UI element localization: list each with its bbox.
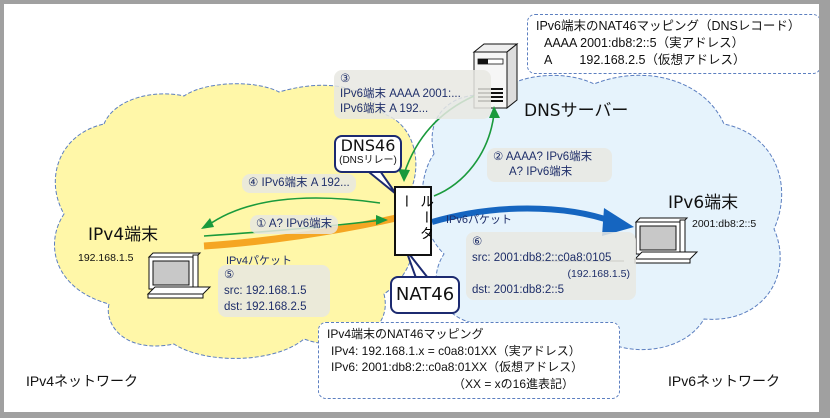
ipv4-packet-arrow xyxy=(203,214,397,250)
ipv6-packet-src: src: 2001:db8:2::c0a8:0105 xyxy=(472,252,612,264)
nat46-title: NAT46 xyxy=(395,284,455,305)
ipv4-packet-src: src: 192.168.1.5 xyxy=(224,285,307,297)
step3-line2: IPv6端末 A 192... xyxy=(340,103,429,115)
dns46-subtitle: (DNSリレー) xyxy=(339,155,397,166)
ipv4-packet-dst: dst: 192.168.2.5 xyxy=(224,301,307,313)
dns-record-box-title: IPv6端末のNAT46マッピング（DNSレコード） xyxy=(536,19,801,33)
diagram-canvas: IPv6端末のNAT46マッピング（DNSレコード） AAAA 2001:db8… xyxy=(4,4,819,412)
dns-server-label: DNSサーバー xyxy=(524,101,629,121)
ipv6-packet-src-note: (192.168.1.5) xyxy=(567,268,630,280)
step3-arrowhead xyxy=(398,169,410,182)
ipv4-packet-label: IPv4パケット xyxy=(226,255,293,267)
dns46-callout: DNS46 (DNSリレー) xyxy=(334,135,402,173)
ipv6-packet-number: ⑥ xyxy=(472,236,483,248)
step2-line1: ② AAAA? IPv6端末 xyxy=(493,151,593,163)
ipv6-host-computer-icon xyxy=(633,217,699,264)
ipv4-mapping-note: （XX = xの16進表記） xyxy=(453,376,575,391)
ipv4-host-label: IPv4端末 xyxy=(88,225,159,245)
ipv6-packet-details: ⑥ src: 2001:db8:2::c0a8:0105 (192.168.1.… xyxy=(466,232,636,300)
ipv4-mapping-title: IPv4端末のNAT46マッピング xyxy=(327,327,484,341)
step2-message: ② AAAA? IPv6端末 A? IPv6端末 xyxy=(487,148,612,182)
step2-arrowhead xyxy=(489,106,500,118)
ipv4-packet-details: ⑤ src: 192.168.1.5 dst: 192.168.2.5 xyxy=(218,265,330,317)
step3-message: ③ IPv6端末 AAAA 2001:... IPv6端末 A 192... xyxy=(334,70,491,119)
ipv4-packet-number: ⑤ xyxy=(224,269,235,281)
router-box: ルーター xyxy=(394,186,434,256)
ipv4-mapping-box: IPv4端末のNAT46マッピング IPv4: 192.168.1.x = c0… xyxy=(318,322,620,399)
router-label: ルーター xyxy=(398,194,434,242)
dns46-title: DNS46 xyxy=(340,136,396,155)
ipv6-packet-arrowhead xyxy=(602,208,634,236)
ipv6-packet-label: IPv6パケット xyxy=(446,214,513,226)
ipv6-packet-arrow xyxy=(431,205,616,225)
step1-message: ① A? IPv6端末 xyxy=(250,215,339,234)
ipv6-host-address: 2001:db8:2::5 xyxy=(692,218,757,230)
ipv6-host-label: IPv6端末 xyxy=(668,193,739,213)
ipv4-mapping-ipv4: IPv4: 192.168.1.x = c0a8:01XX（実アドレス） xyxy=(331,343,581,358)
ipv4-host-address: 192.168.1.5 xyxy=(78,252,134,264)
step4-message: ④ IPv6端末 A 192... xyxy=(242,174,356,193)
ipv6-network-label: IPv6ネットワーク xyxy=(668,373,781,389)
step3-line1: IPv6端末 AAAA 2001:... xyxy=(340,88,461,100)
nat46-callout: NAT46 xyxy=(390,276,460,314)
ipv4-host-computer-icon xyxy=(146,252,212,299)
ipv4-mapping-ipv6: IPv6: 2001:db8:2::c0a8:01XX（仮想アドレス） xyxy=(331,360,584,374)
dns-record-mapping-box: IPv6端末のNAT46マッピング（DNSレコード） AAAA 2001:db8… xyxy=(527,14,819,74)
dns-record-a: A 192.168.2.5（仮想アドレス） xyxy=(544,53,746,67)
step1-arrowhead xyxy=(376,215,388,225)
step3-number: ③ xyxy=(340,73,351,85)
ipv4-network-label: IPv4ネットワーク xyxy=(26,373,139,389)
step2-arrow xyxy=(433,113,495,197)
step4-arrow xyxy=(206,197,381,227)
step4-arrowhead xyxy=(201,218,214,229)
ipv6-packet-dst: dst: 2001:db8:2::5 xyxy=(472,284,565,296)
dns-record-aaaa: AAAA 2001:db8:2::5（実アドレス） xyxy=(544,36,745,50)
step2-line2: A? IPv6端末 xyxy=(509,166,573,178)
